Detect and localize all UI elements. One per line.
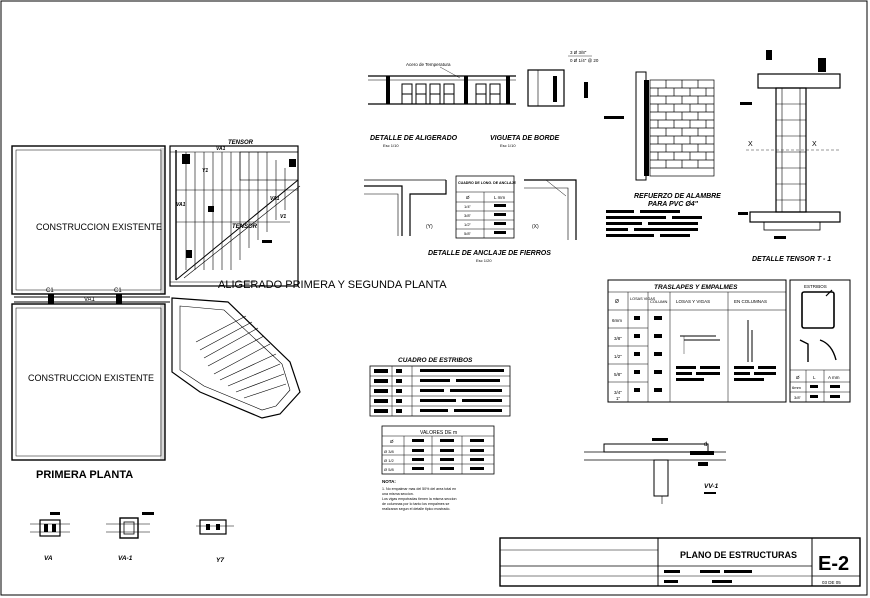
beam-va1: VA1 (84, 297, 96, 303)
anclaje-row-1: 1/4" (464, 204, 472, 209)
anclaje-row-4: 5/8" (464, 231, 472, 236)
valores-row-1: Ø 3/8 (384, 449, 395, 454)
svg-text:Y1: Y1 (202, 168, 208, 174)
traslapes-row-5: 3/4" (614, 390, 622, 395)
slab-joists (185, 152, 286, 270)
va1-label: VA-1 (118, 555, 133, 562)
estribos-title: ESTRIBOS (804, 284, 827, 289)
vigueta-note2: 0 Ø 1/4" @ 20 (570, 58, 599, 63)
estribos-detail: ESTRIBOS Ø L A mm 6mm 3/8" (789, 279, 851, 403)
anclaje-label-y: (Y) (426, 224, 433, 230)
nota-line-5: realizaran segun el detalle tipico mostr… (382, 507, 450, 511)
svg-text:VA1: VA1 (216, 146, 226, 152)
vigueta-note1: 3 Ø 3/8" (570, 50, 587, 55)
tensor-x-left: X (748, 141, 753, 148)
section-y7: Y7 (196, 519, 234, 564)
detail-refuerzo: REFUERZO DE ALAMBRE PARA PVC Ø4" (604, 71, 721, 237)
valores-table: VALORES DE m Ø Ø 3/8 Ø 1/2 Ø 5/8 NOTA: 1… (381, 425, 495, 511)
anclaje-scale: Esc 1/20 (476, 258, 492, 263)
valores-row-3: Ø 5/8 (384, 467, 395, 472)
estribos-row-1: 6mm (792, 385, 802, 390)
traslapes-row-2: 3/8" (614, 336, 622, 341)
traslapes-row-6: 1" (616, 396, 621, 401)
va-label: VA (44, 555, 53, 562)
tensor-x-right: X (812, 141, 817, 148)
vigueta-scale: Esc 1/10 (500, 143, 516, 148)
aligerado-title: DETALLE DE ALIGERADO (370, 135, 458, 142)
tensor-label-top: TENSOR (228, 140, 254, 146)
section-va: VA (30, 512, 70, 562)
section-vv1: d VV-1 (584, 438, 726, 504)
anclaje-col2: L mm (494, 195, 505, 200)
column-c1-right: C1 (114, 288, 122, 294)
aligerado-note: Acero de Temperatura (406, 62, 451, 67)
anclaje-row-3: 1/2" (464, 222, 472, 227)
svg-text:VA1: VA1 (270, 196, 280, 202)
staircase (171, 297, 301, 419)
anclaje-row-2: 3/8" (464, 213, 472, 218)
estribos-col3: A mm (828, 375, 840, 380)
y7-label: Y7 (216, 557, 224, 564)
column-c1-left: C1 (46, 288, 54, 294)
detail-tensor: X X DETALLE TENSOR T - 1 (738, 50, 841, 263)
tensor-title: DETALLE TENSOR T - 1 (752, 256, 831, 263)
anclaje-table-header: CUADRO DE LONG. DE ANCLAJE (458, 181, 517, 185)
detail-anclaje: CUADRO DE LONG. DE ANCLAJE Ø L mm 1/4" 3… (364, 175, 577, 263)
title-block: PLANO DE ESTRUCTURAS E-2 03 DE 05 (499, 537, 861, 587)
anclaje-title: DETALLE DE ANCLAJE DE FIERROS (428, 250, 551, 257)
tensor-label-mid: TENSOR (232, 224, 258, 230)
svg-text:V1: V1 (280, 214, 286, 220)
sheet-count: 03 DE 05 (822, 580, 841, 585)
valores-title: VALORES DE m (420, 430, 457, 436)
vv1-dim-d: d (704, 442, 707, 448)
vigueta-title: VIGUETA DE BORDE (490, 135, 560, 142)
slab-outline (169, 145, 299, 287)
traslapes-row-3: 1/2" (614, 354, 622, 359)
cuadro-estribos: CUADRO DE ESTRIBOS (369, 357, 511, 417)
traslapes-head-losas-vigas: LOSAS Y VIGAS (676, 299, 710, 304)
nota-line-2: una misma seccion. (382, 492, 414, 496)
room-label-bottom: CONSTRUCCION EXISTENTE (28, 373, 154, 383)
traslapes-head-diam: Ø (615, 299, 619, 305)
vv1-label: VV-1 (704, 483, 719, 490)
valores-row-2: Ø 1/2 (384, 458, 395, 463)
anclaje-col1: Ø (466, 195, 470, 200)
detail-aligerado: Acero de Temperatura DETALLE DE ALIGERAD… (368, 62, 516, 148)
room-label-top: CONSTRUCCION EXISTENTE (36, 222, 162, 232)
estribos-col1: Ø (796, 375, 800, 380)
cuadro-estribos-title: CUADRO DE ESTRIBOS (398, 357, 473, 364)
traslapes-title: TRASLAPES Y EMPALMES (654, 284, 738, 291)
traslapes-row-1: 6mm (612, 318, 622, 323)
detail-vigueta: 3 Ø 3/8" 0 Ø 1/4" @ 20 VIGUETA DE BORDE … (490, 50, 599, 148)
existing-room-top (11, 145, 166, 295)
estribos-row-2: 3/8" (794, 395, 802, 400)
anclaje-label-x: (X) (532, 224, 539, 230)
plan-title: PRIMERA PLANTA (36, 469, 133, 481)
existing-room-bottom (11, 303, 166, 461)
title-block-title: PLANO DE ESTRUCTURAS (680, 550, 797, 560)
traslapes-head-losas: LOSAS VIGAS (630, 297, 656, 301)
traslapes-table: TRASLAPES Y EMPALMES Ø LOSAS VIGAS COLUM… (607, 279, 787, 403)
floor-plan: CONSTRUCCION EXISTENTE CONSTRUCCION EXIS… (11, 140, 447, 481)
aligerado-scale: Esc 1/10 (383, 143, 399, 148)
traslapes-head-columnas: EN COLUMNAS (734, 299, 767, 304)
refuerzo-title-1: REFUERZO DE ALAMBRE (634, 193, 721, 200)
sheet-id: E-2 (818, 553, 849, 575)
svg-text:VA1: VA1 (176, 202, 186, 208)
nota-line-4: de columnas por lo tanto los empalmes se (382, 502, 449, 506)
traslapes-head-column: COLUMN (650, 299, 667, 304)
estribos-col2: L (813, 375, 816, 380)
valores-col-diam: Ø (390, 439, 394, 444)
traslapes-row-4: 5/8" (614, 372, 622, 377)
nota-line-3: Los vigas empotradas tienen la misma sec… (382, 497, 457, 501)
nota-line-1: 1. No empalmar mas del 50% del area tota… (382, 487, 456, 491)
refuerzo-title-2: PARA PVC Ø4" (648, 201, 699, 208)
upper-plan-title: ALIGERADO PRIMERA Y SEGUNDA PLANTA (218, 279, 447, 291)
nota-label: NOTA: (382, 479, 396, 484)
section-va1: VA-1 (106, 512, 154, 562)
